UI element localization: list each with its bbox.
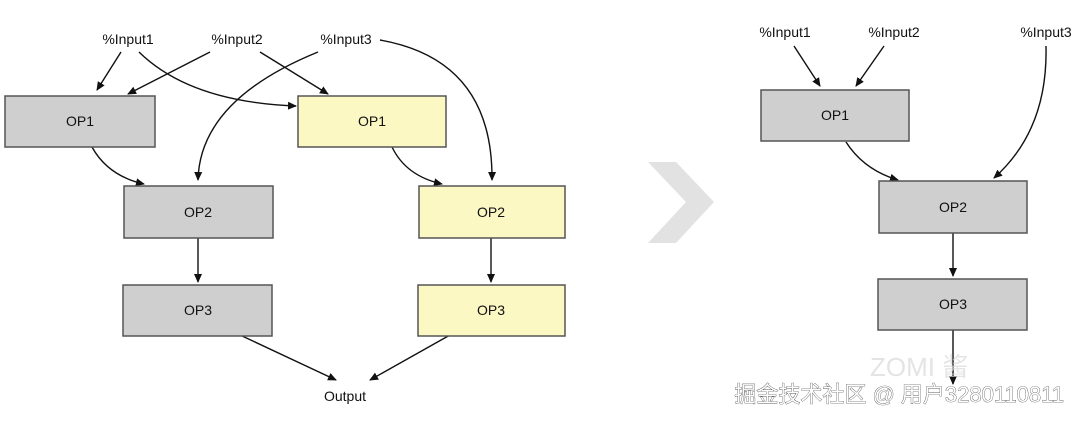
left-output-label: Output: [324, 388, 366, 404]
left-yellow-op3-label: OP3: [477, 302, 505, 318]
right-arrow-icon: [648, 162, 714, 243]
edge-left-input2-to-gray-op1: [127, 51, 211, 95]
watermark-faint-text: ZOMI 酱: [870, 352, 968, 382]
left-yellow-op1-node: OP1: [297, 95, 447, 148]
edge-right-input3-to-op2: [993, 45, 1047, 179]
edge-yellow-op1-to-yellow-op2: [391, 146, 443, 187]
right-op3-label: OP3: [939, 296, 967, 312]
edge-right-op1-to-op2: [845, 141, 899, 182]
edge-left-input2-to-yellow-op1: [259, 51, 329, 95]
edge-left-input3-to-yellow-op2: [379, 39, 497, 181]
edge-gray-op1-to-gray-op2: [91, 146, 145, 187]
left-yellow-op2-label: OP2: [477, 204, 505, 220]
right-input2-label: %Input2: [868, 24, 920, 40]
left-graph: %Input1 %Input2 %Input3 OP1 OP2 OP3: [4, 31, 566, 404]
left-yellow-op1-label: OP1: [358, 113, 386, 129]
left-input2-label: %Input2: [211, 31, 263, 47]
right-op3-node: OP3: [877, 278, 1028, 331]
right-op1-label: OP1: [821, 107, 849, 123]
edge-right-input1-to-op1: [793, 45, 821, 87]
right-op1-node: OP1: [760, 89, 910, 142]
left-gray-op2-node: OP2: [123, 185, 274, 239]
edge-left-input1-to-gray-op1: [96, 51, 122, 91]
right-graph: %Input1 %Input2 %Input3 OP1 OP2 OP3: [759, 24, 1072, 385]
edge-right-input2-to-op1: [855, 45, 885, 87]
edge-left-input3-to-gray-op2: [194, 51, 319, 181]
left-gray-op1-label: OP1: [66, 113, 94, 129]
left-gray-op2-label: OP2: [184, 204, 212, 220]
right-input3-label: %Input3: [1020, 24, 1072, 40]
left-input3-label: %Input3: [320, 31, 372, 47]
left-gray-op3-label: OP3: [184, 302, 212, 318]
edge-gray-op3-to-output: [239, 334, 337, 381]
left-yellow-op2-node: OP2: [418, 185, 566, 239]
right-input1-label: %Input1: [759, 24, 811, 40]
watermark-text: 掘金技术社区 @ 用户3280110811: [734, 382, 1064, 407]
left-gray-op1-node: OP1: [4, 95, 156, 148]
left-gray-op3-node: OP3: [122, 284, 273, 337]
edge-yellow-op3-to-output: [369, 334, 451, 381]
left-input1-label: %Input1: [102, 31, 154, 47]
right-op2-node: OP2: [878, 180, 1028, 234]
edge-left-input1-to-yellow-op1: [138, 51, 297, 110]
left-yellow-op3-node: OP3: [417, 284, 566, 337]
right-op2-label: OP2: [939, 199, 967, 215]
